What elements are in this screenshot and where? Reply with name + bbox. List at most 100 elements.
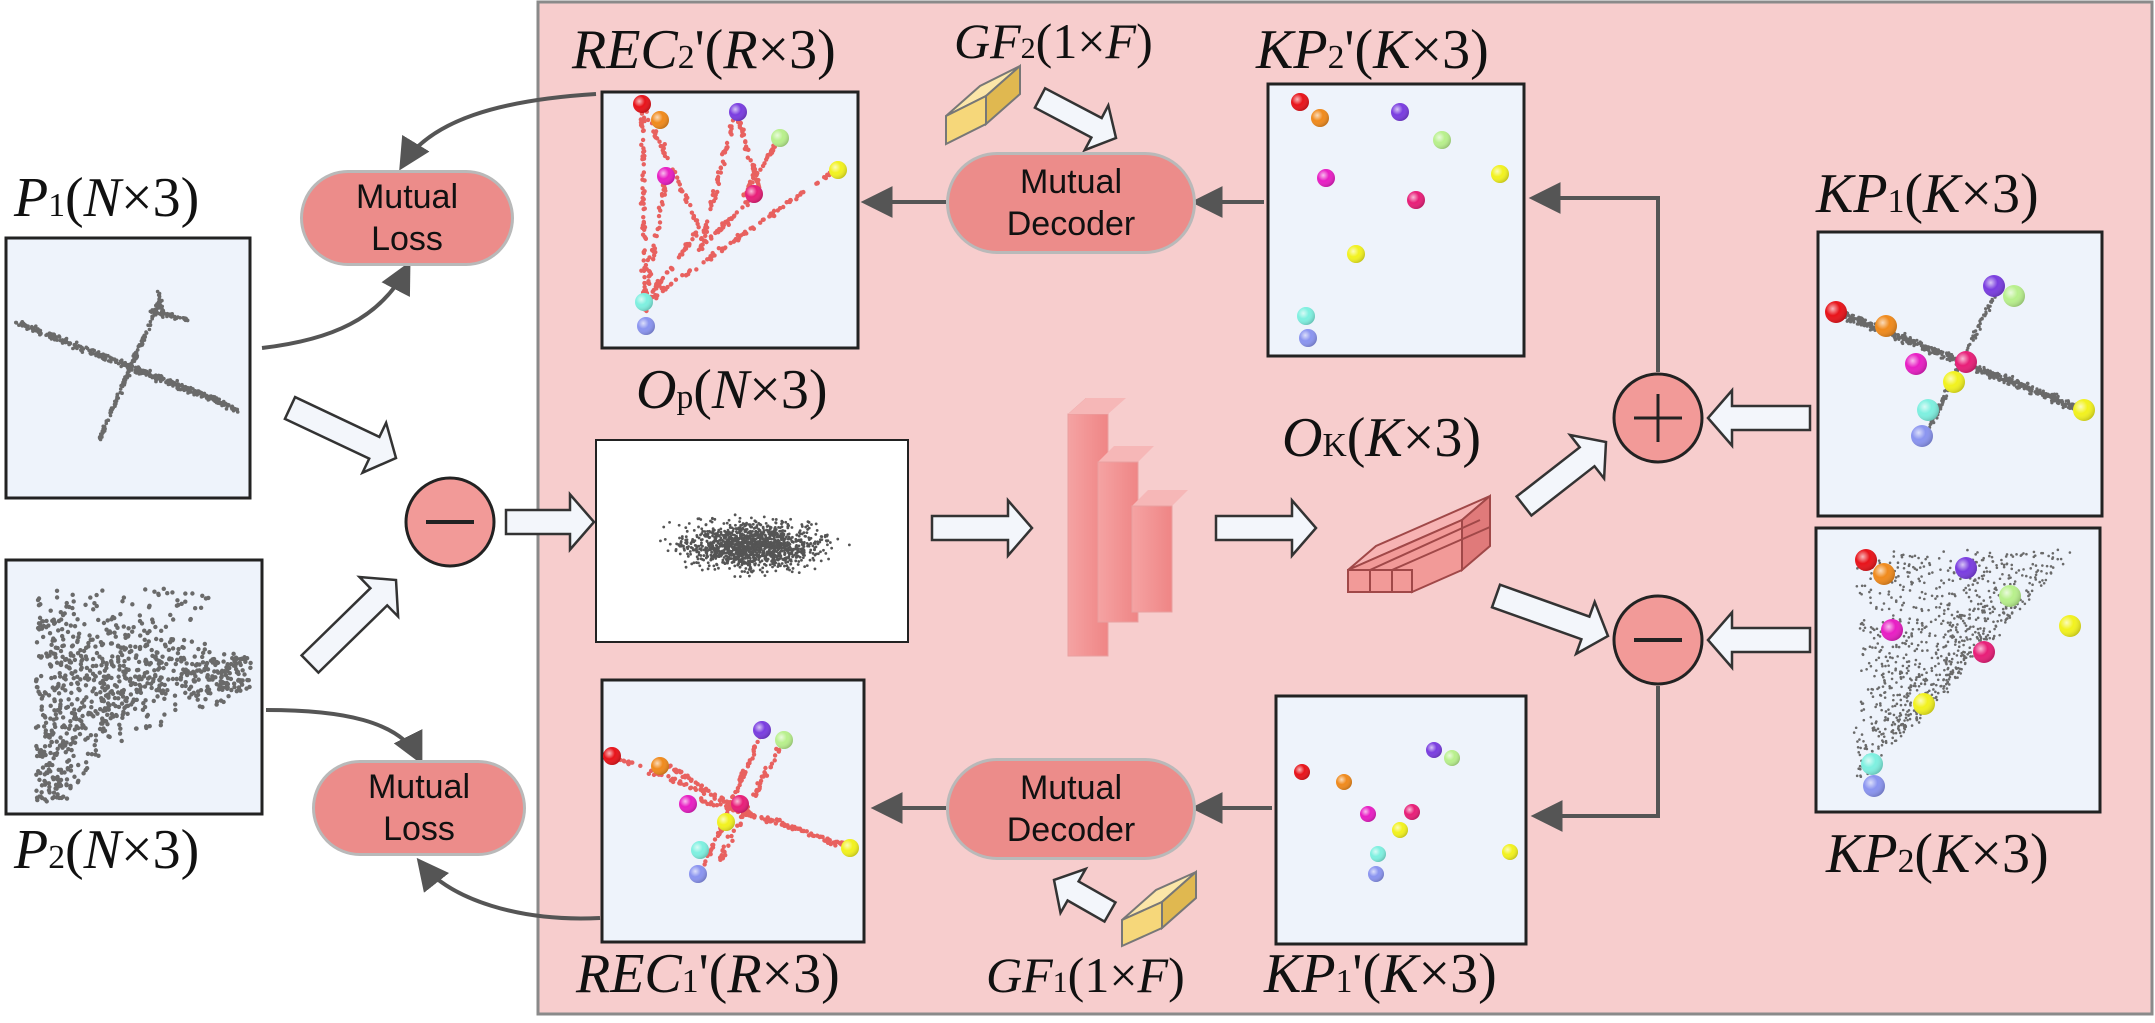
cloud-point [1988, 369, 1992, 373]
cloud-point [678, 536, 681, 540]
cloud-point [202, 647, 207, 652]
cloud-point [1948, 592, 1951, 595]
cloud-point [232, 657, 238, 662]
reconstruction-point [723, 852, 728, 858]
cloud-point [154, 688, 159, 693]
cloud-point [728, 532, 732, 536]
keypoint-sphere-shading [651, 757, 669, 775]
cloud-point [2022, 568, 2025, 571]
cloud-point [93, 663, 99, 669]
cloud-point [674, 549, 678, 553]
cloud-point [715, 562, 718, 566]
cloud-point [108, 355, 112, 360]
cloud-point [695, 550, 699, 554]
cloud-point [700, 532, 704, 535]
cloud-point [200, 704, 205, 710]
cloud-point [768, 544, 772, 548]
cloud-point [737, 543, 741, 547]
cloud-point [1942, 355, 1946, 359]
cloud-point [133, 644, 138, 650]
cloud-point [758, 551, 762, 554]
cloud-point [56, 628, 61, 633]
cloud-point [1903, 331, 1907, 336]
cloud-point [1978, 327, 1982, 331]
cloud-point [142, 637, 147, 643]
cloud-point [147, 327, 152, 332]
cloud-point [2066, 400, 2071, 404]
reconstruction-point [640, 223, 646, 228]
cloud-point [113, 634, 118, 639]
cloud-point [111, 664, 116, 669]
reconstruction-point [740, 205, 745, 210]
cloud-point [54, 595, 60, 600]
cloud-point [170, 617, 176, 622]
cloud-point [1949, 621, 1952, 624]
cloud-point [763, 574, 767, 577]
cloud-point [1880, 662, 1884, 666]
cloud-point [785, 564, 789, 568]
cloud-point [800, 532, 804, 536]
cloud-point [48, 703, 53, 709]
p2-thumbnail [4, 558, 264, 816]
reconstruction-point [668, 282, 674, 287]
cloud-point [64, 777, 70, 782]
cloud-point [158, 628, 164, 634]
cloud-point [1980, 316, 1984, 320]
cloud-point [88, 595, 93, 600]
cloud-point [749, 516, 753, 520]
cloud-point [794, 540, 798, 543]
reconstruction-point [755, 739, 760, 745]
reconstruction-point [750, 173, 755, 178]
cloud-point [757, 544, 761, 548]
cloud-point [53, 645, 59, 650]
cloud-point [63, 337, 68, 342]
cloud-point [795, 545, 799, 549]
cloud-point [761, 549, 765, 553]
cloud-point [1966, 346, 1970, 350]
reconstruction-point [699, 236, 704, 241]
cloud-point [57, 795, 62, 801]
cloud-point [182, 317, 187, 322]
cloud-point [179, 671, 184, 677]
cloud-point [84, 345, 89, 350]
cloud-point [730, 553, 734, 557]
cloud-point [163, 624, 169, 629]
cloud-point [1907, 664, 1911, 668]
cloud-point [810, 523, 813, 526]
cloud-point [87, 668, 93, 673]
cloud-point [94, 603, 99, 609]
cloud-point [1947, 351, 1951, 355]
reconstruction-point [754, 179, 760, 184]
cloud-point [100, 718, 106, 724]
cloud-point [55, 777, 61, 782]
cloud-point [746, 556, 749, 560]
cloud-point [780, 543, 784, 547]
reconstruction-point [738, 822, 743, 828]
cloud-point [34, 743, 39, 749]
cloud-point [1917, 577, 1921, 581]
cloud-point [112, 357, 117, 361]
cloud-point [66, 697, 71, 702]
cloud-point [732, 547, 736, 551]
cloud-point [248, 660, 253, 666]
reconstruction-point [687, 269, 692, 274]
cloud-point [787, 532, 791, 536]
cloud-point [144, 331, 149, 335]
cloud-point [1917, 556, 1920, 560]
cloud-point [120, 391, 124, 395]
cloud-point [1956, 661, 1960, 664]
kp2-wing-keypoints [1852, 548, 2081, 797]
cloud-point [738, 531, 742, 535]
cloud-point [721, 558, 725, 562]
cloud-point [744, 567, 748, 570]
cloud-point [738, 516, 742, 520]
cloud-point [93, 748, 99, 753]
reconstruction-point [717, 855, 723, 860]
cloud-point [2041, 564, 2044, 567]
cloud-point [61, 637, 66, 642]
cloud-point [713, 567, 717, 571]
cloud-point [1942, 635, 1946, 639]
cloud-point [745, 546, 748, 550]
cloud-point [66, 758, 72, 763]
cloud-point [758, 523, 762, 526]
